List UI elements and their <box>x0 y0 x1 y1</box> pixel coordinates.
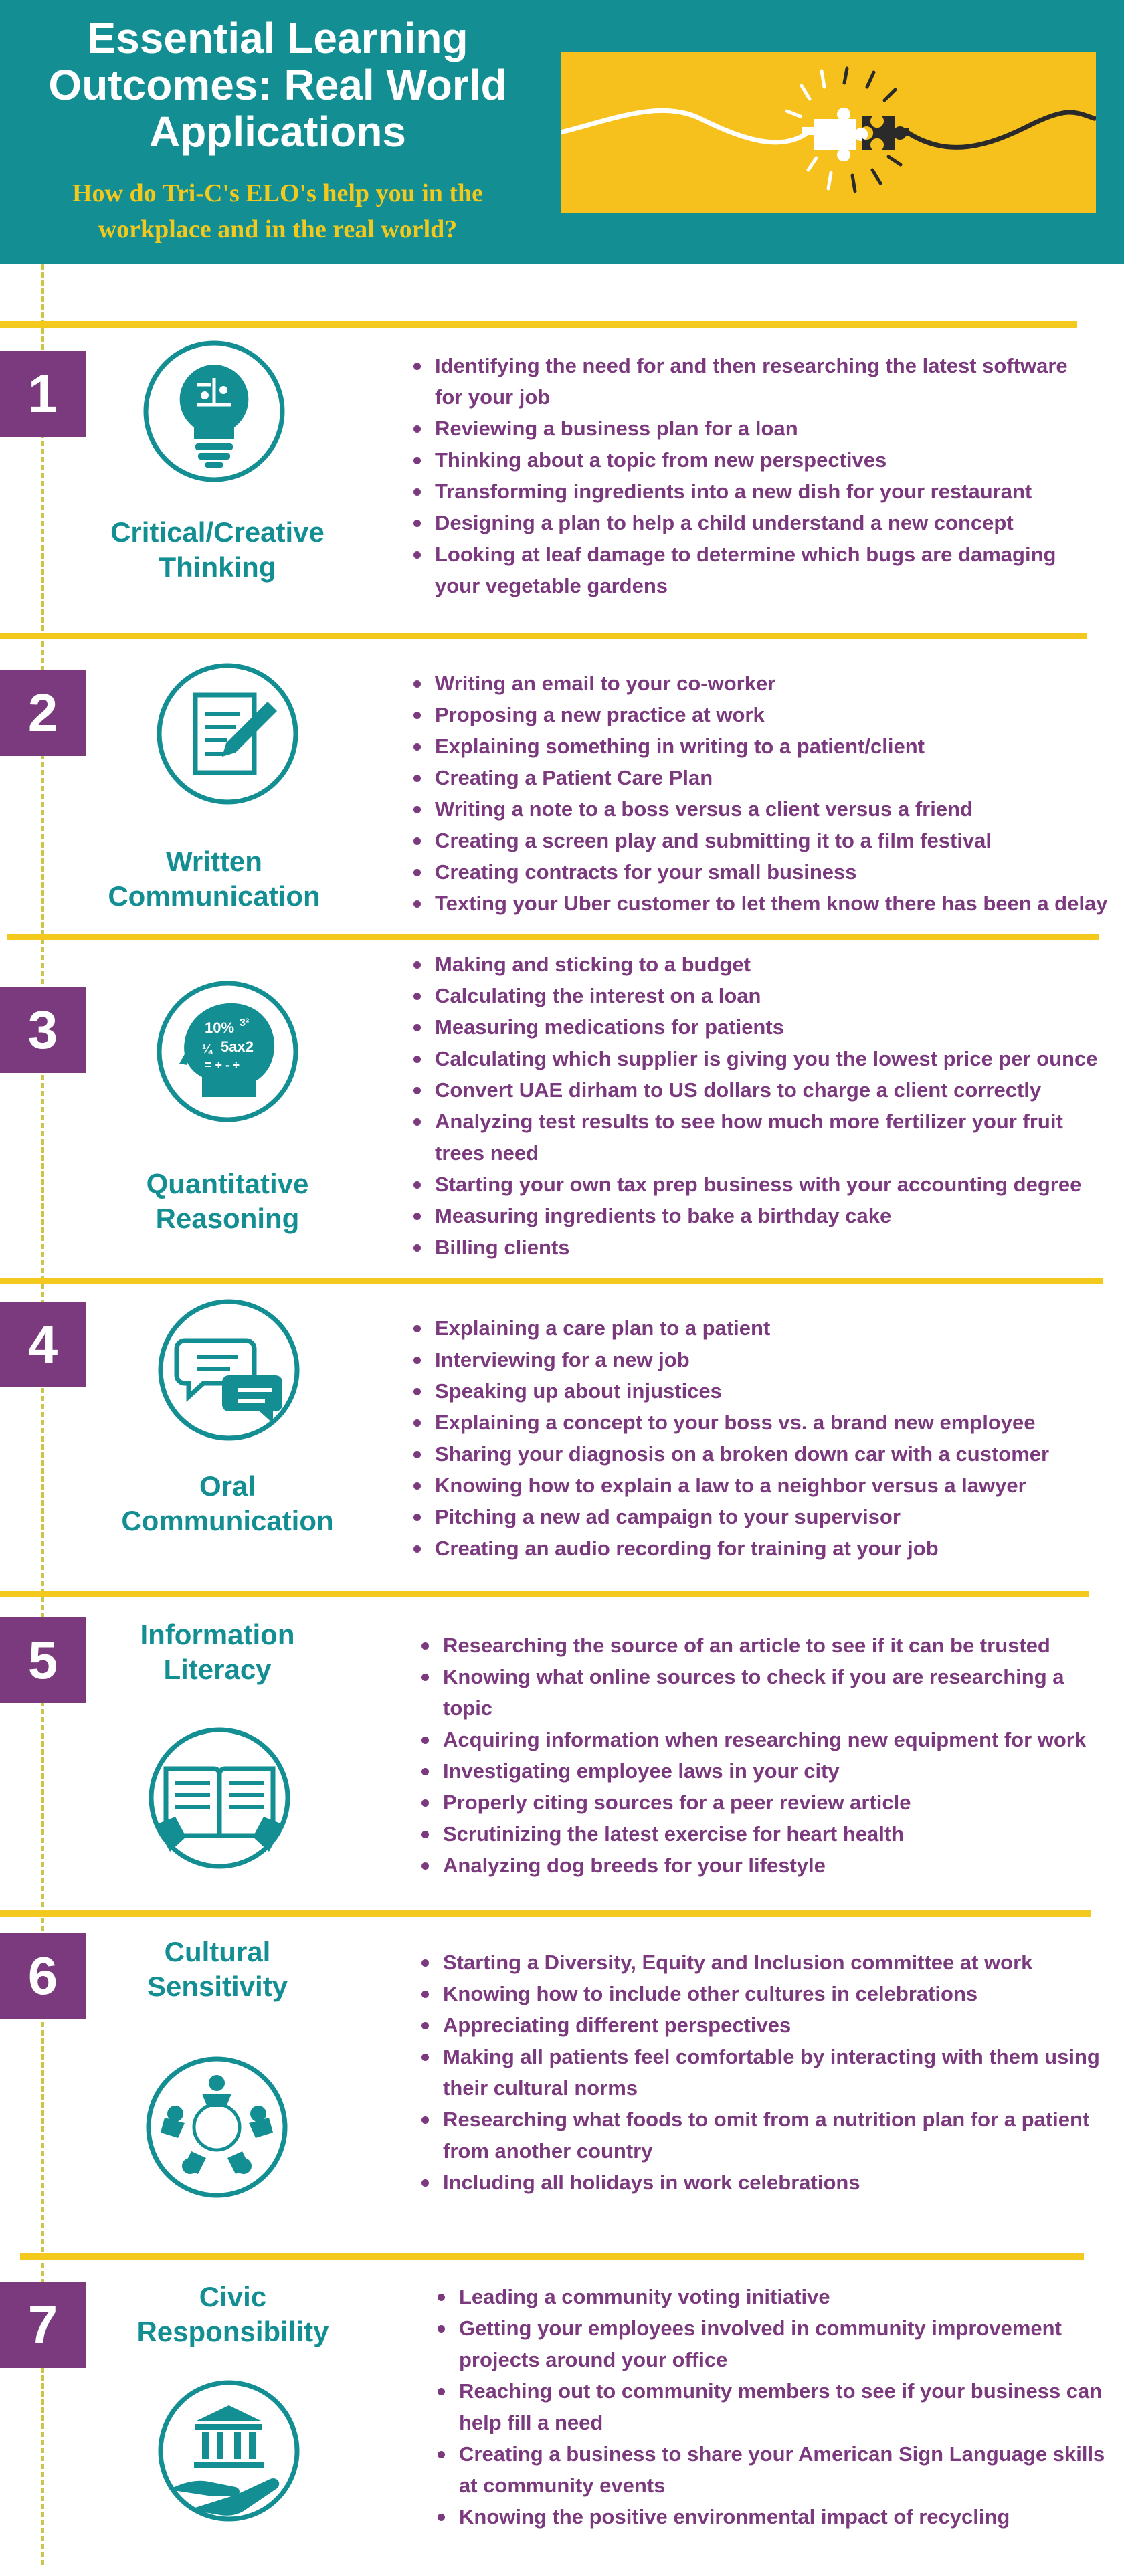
section-divider <box>0 321 1077 328</box>
list-item: Explaining a care plan to a patient <box>409 1312 1112 1344</box>
list-item: Billing clients <box>409 1231 1112 1263</box>
list-item: Pitching a new ad campaign to your super… <box>409 1501 1112 1532</box>
section-label: Cultural Sensitivity <box>147 1936 288 2002</box>
list-item: Properly citing sources for a peer revie… <box>417 1787 1113 1818</box>
section-divider <box>0 1278 1103 1284</box>
page-title: Essential Learning Outcomes: Real World … <box>48 14 507 156</box>
section-divider <box>0 1910 1091 1917</box>
list-item: Acquiring information when researching n… <box>417 1724 1113 1755</box>
section-label: Oral Communication <box>121 1470 334 1537</box>
list-item: Analyzing test results to see how much m… <box>409 1106 1112 1169</box>
list-item: Measuring ingredients to bake a birthday… <box>409 1200 1112 1231</box>
header-banner: Essential Learning Outcomes: Real World … <box>0 0 1124 264</box>
section-label: Quantitative Reasoning <box>146 1168 309 1234</box>
speech-bubbles-icon <box>155 1296 302 1444</box>
list-item: Sharing your diagnosis on a broken down … <box>409 1438 1112 1470</box>
list-item: Designing a plan to help a child underst… <box>409 507 1099 538</box>
dashed-guide-line <box>41 264 44 2565</box>
list-item: Transforming ingredients into a new dish… <box>409 476 1099 507</box>
list-item: Reviewing a business plan for a loan <box>409 413 1099 444</box>
list-item: Researching the source of an article to … <box>417 1629 1113 1661</box>
puzzle-plug-icon <box>561 66 1096 193</box>
section-bullets: Writing an email to your co-worker Propo… <box>409 668 1117 919</box>
icon-text: = + - ÷ <box>205 1058 240 1072</box>
list-item: Speaking up about injustices <box>409 1375 1112 1407</box>
list-item: Making all patients feel comfortable by … <box>417 2041 1113 2104</box>
list-item: Creating a screen play and submitting it… <box>409 825 1117 856</box>
lightbulb-puzzle-icon <box>140 338 288 485</box>
list-item: Proposing a new practice at work <box>409 699 1117 730</box>
document-pencil-icon <box>154 660 301 807</box>
section-number: 5 <box>0 1617 86 1703</box>
list-item: Creating contracts for your small busine… <box>409 856 1117 888</box>
list-item: Leading a community voting initiative <box>434 2281 1109 2312</box>
list-item: Knowing the positive environmental impac… <box>434 2501 1109 2533</box>
list-item: Knowing what online sources to check if … <box>417 1661 1113 1724</box>
hand-government-building-icon <box>155 2377 302 2524</box>
list-item: Explaining something in writing to a pat… <box>409 730 1117 762</box>
list-item: Knowing how to explain a law to a neighb… <box>409 1470 1112 1501</box>
list-item: Creating an audio recording for training… <box>409 1532 1112 1564</box>
list-item: Convert UAE dirham to US dollars to char… <box>409 1074 1112 1106</box>
list-item: Identifying the need for and then resear… <box>409 350 1099 413</box>
section-number: 3 <box>0 987 86 1073</box>
section-label: Civic Responsibility <box>136 2281 329 2347</box>
section-number: 6 <box>0 1933 86 2019</box>
list-item: Creating a business to share your Americ… <box>434 2438 1109 2501</box>
section-label: Critical/Creative Thinking <box>110 516 324 583</box>
list-item: Reaching out to community members to see… <box>434 2375 1109 2438</box>
section-number: 1 <box>0 351 86 437</box>
list-item: Interviewing for a new job <box>409 1344 1112 1375</box>
list-item: Investigating employee laws in your city <box>417 1755 1113 1787</box>
list-item: Calculating the interest on a loan <box>409 980 1112 1011</box>
list-item: Measuring medications for patients <box>409 1011 1112 1043</box>
icon-text: 5ax2 <box>221 1038 254 1055</box>
list-item: Texting your Uber customer to let them k… <box>409 888 1117 919</box>
section-bullets: Making and sticking to a budget Calculat… <box>409 949 1112 1263</box>
section-bullets: Explaining a care plan to a patient Inte… <box>409 1312 1112 1564</box>
list-item: Including all holidays in work celebrati… <box>417 2167 1113 2198</box>
section-label: Written Communication <box>108 846 320 912</box>
list-item: Making and sticking to a budget <box>409 949 1112 980</box>
section-divider <box>0 1591 1089 1597</box>
section-number: 2 <box>0 670 86 756</box>
section-bullets: Starting a Diversity, Equity and Inclusi… <box>417 1947 1113 2198</box>
section-bullets: Leading a community voting initiative Ge… <box>434 2281 1109 2533</box>
plug-illustration <box>561 52 1096 213</box>
list-item: Thinking about a topic from new perspect… <box>409 444 1099 476</box>
icon-text: 10% <box>205 1019 234 1036</box>
list-item: Researching what foods to omit from a nu… <box>417 2104 1113 2167</box>
section-label: Information Literacy <box>140 1619 295 1685</box>
list-item: Analyzing dog breeds for your lifestyle <box>417 1850 1113 1881</box>
list-item: Appreciating different perspectives <box>417 2009 1113 2041</box>
section-number: 4 <box>0 1302 86 1387</box>
list-item: Getting your employees involved in commu… <box>434 2312 1109 2375</box>
icon-text: 3² <box>240 1017 249 1029</box>
list-item: Writing a note to a boss versus a client… <box>409 793 1117 825</box>
list-item: Calculating which supplier is giving you… <box>409 1043 1112 1074</box>
list-item: Creating a Patient Care Plan <box>409 762 1117 793</box>
section-bullets: Researching the source of an article to … <box>417 1629 1113 1881</box>
icon-text: ¼ <box>202 1042 213 1056</box>
list-item: Writing an email to your co-worker <box>409 668 1117 699</box>
list-item: Knowing how to include other cultures in… <box>417 1978 1113 2009</box>
list-item: Scrutinizing the latest exercise for hea… <box>417 1818 1113 1850</box>
section-divider <box>0 633 1087 639</box>
list-item: Looking at leaf damage to determine whic… <box>409 538 1099 601</box>
open-book-icon <box>146 1724 293 1872</box>
section-bullets: Identifying the need for and then resear… <box>409 350 1099 601</box>
page-subtitle: How do Tri-C's ELO's help you in the wor… <box>72 179 484 243</box>
section-divider <box>7 934 1099 940</box>
people-circle-icon <box>143 2054 290 2201</box>
section-divider <box>20 2253 1084 2260</box>
list-item: Starting your own tax prep business with… <box>409 1169 1112 1200</box>
section-number: 7 <box>0 2282 86 2368</box>
list-item: Explaining a concept to your boss vs. a … <box>409 1407 1112 1438</box>
math-head-icon: 10% 3² ¼ 5ax2 = + - ÷ <box>154 978 301 1125</box>
list-item: Starting a Diversity, Equity and Inclusi… <box>417 1947 1113 1978</box>
